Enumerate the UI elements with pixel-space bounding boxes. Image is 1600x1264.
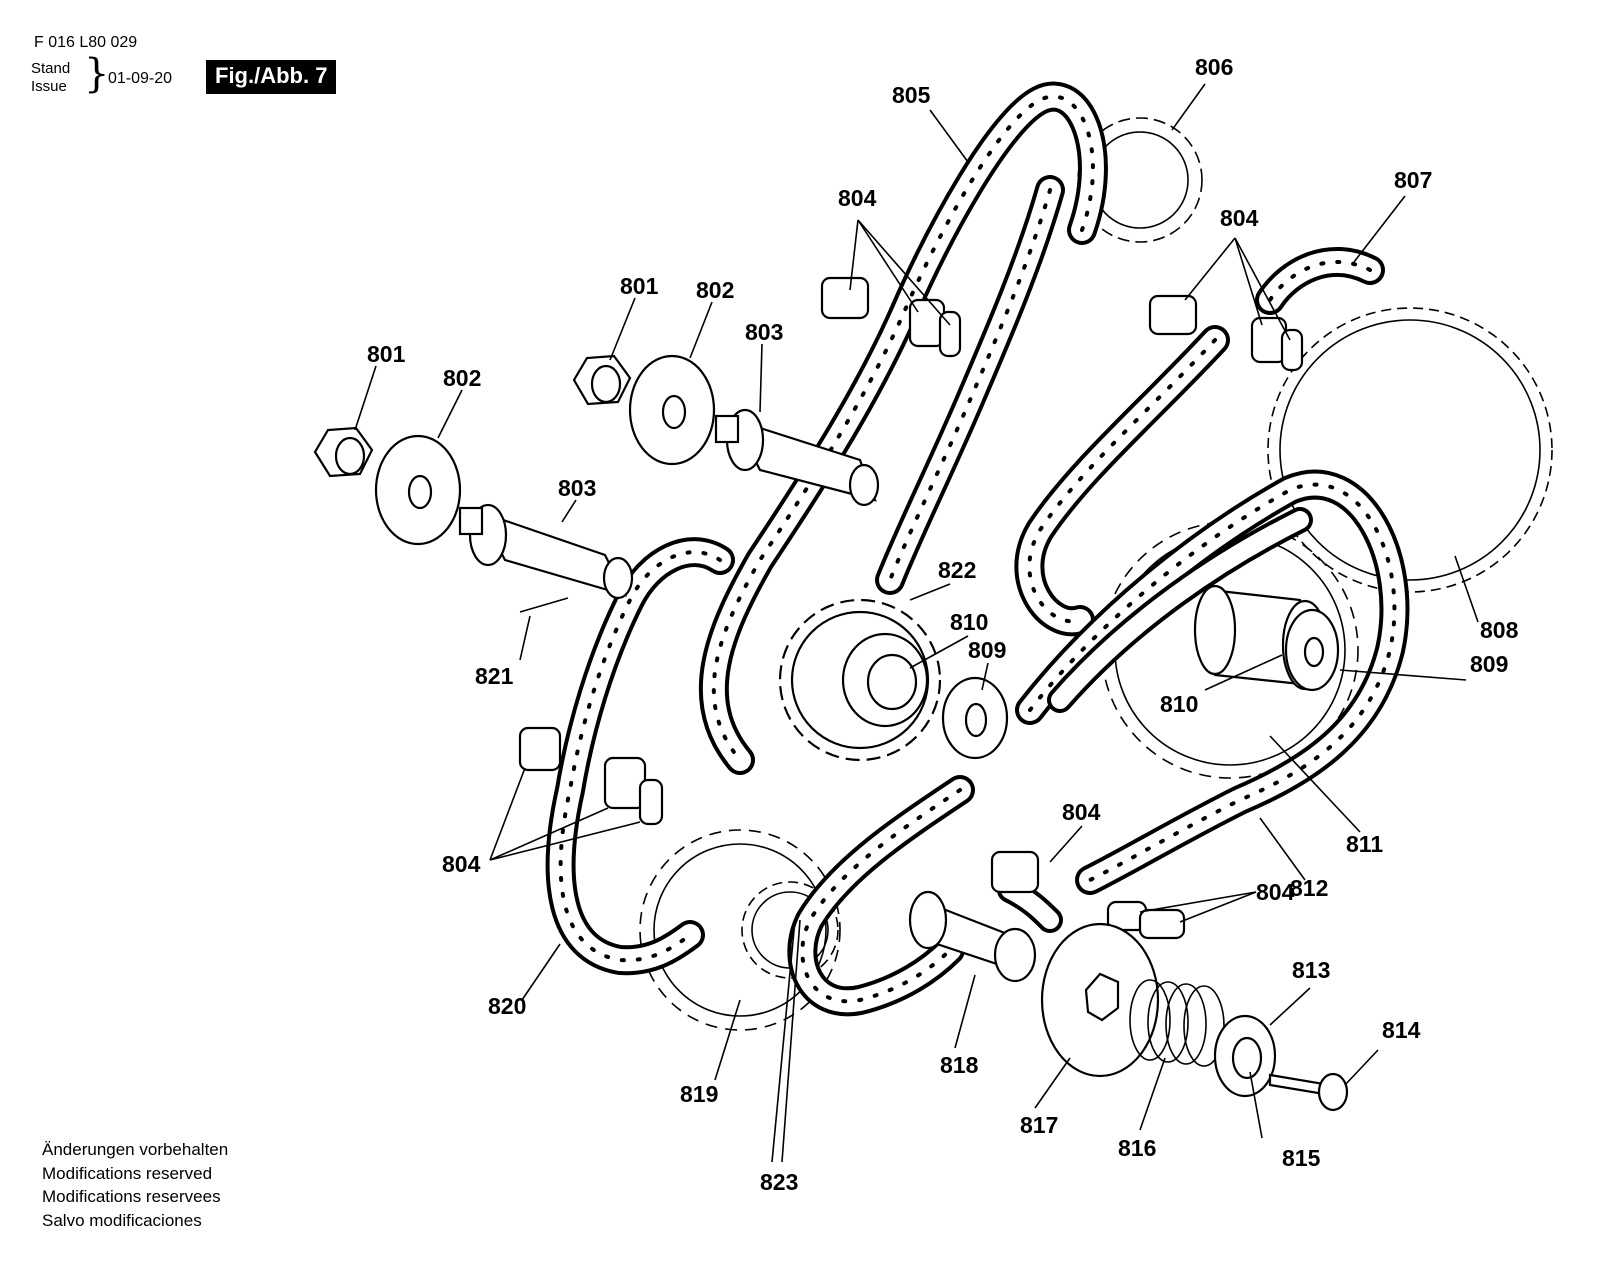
callout-803-left: 803 bbox=[558, 475, 596, 501]
callout-802-upper: 802 bbox=[696, 277, 734, 303]
pin-821 bbox=[519, 597, 569, 613]
callout-804-left: 804 bbox=[442, 851, 481, 877]
callout-819: 819 bbox=[680, 1081, 718, 1107]
callout-801-upper: 801 bbox=[620, 273, 659, 299]
callout-804-top: 804 bbox=[838, 185, 877, 211]
figure-label: Fig./Abb. 7 bbox=[206, 60, 337, 94]
disc-817 bbox=[1040, 922, 1160, 1078]
leader-lines bbox=[354, 83, 1479, 1163]
callout-818: 818 bbox=[940, 1052, 979, 1078]
callout-807: 807 bbox=[1394, 167, 1432, 193]
callout-813: 813 bbox=[1292, 957, 1330, 983]
master-link-804-mid bbox=[990, 850, 1040, 894]
callout-804-mid: 804 bbox=[1062, 799, 1101, 825]
callout-810-right: 810 bbox=[1160, 691, 1198, 717]
washer-802-left bbox=[374, 434, 462, 546]
callout-820: 820 bbox=[488, 993, 526, 1019]
document-number: F 016 L80 029 bbox=[34, 34, 138, 51]
callout-814: 814 bbox=[1382, 1017, 1421, 1043]
callout-801-left: 801 bbox=[367, 341, 406, 367]
callout-805: 805 bbox=[892, 82, 931, 108]
stand-label: Stand bbox=[31, 60, 71, 77]
sprocket-819 bbox=[639, 829, 841, 1031]
washer-809-center bbox=[941, 676, 1009, 760]
sprocket-822 bbox=[778, 598, 942, 762]
chain-812 bbox=[1015, 469, 1410, 895]
master-link-804-bottom bbox=[1106, 900, 1186, 940]
screw-814 bbox=[1268, 1072, 1349, 1112]
callout-809-right: 809 bbox=[1470, 651, 1508, 677]
callout-811: 811 bbox=[1346, 831, 1383, 857]
callout-804-bottom: 804 bbox=[1256, 879, 1295, 905]
washer-802-upper bbox=[628, 354, 716, 466]
chain-807 bbox=[1014, 247, 1385, 637]
note-line: Modifications reserved bbox=[42, 1163, 213, 1183]
callouts: 801 802 803 801 802 803 805 806 807 808 … bbox=[367, 54, 1519, 1195]
washer-809-right bbox=[1284, 608, 1340, 692]
callout-823: 823 bbox=[760, 1169, 798, 1195]
issue-date: 01-09-20 bbox=[108, 70, 173, 87]
chain-805 bbox=[698, 81, 1108, 775]
callout-804-right: 804 bbox=[1220, 205, 1259, 231]
callout-809-center: 809 bbox=[968, 637, 1006, 663]
callout-816: 816 bbox=[1118, 1135, 1156, 1161]
modification-notes: Änderungen vorbehalten Modifications res… bbox=[42, 1138, 228, 1232]
master-link-804-left bbox=[518, 726, 664, 826]
shaft-803-upper bbox=[714, 408, 880, 507]
brace-glyph: } bbox=[84, 51, 110, 97]
callout-810-center: 810 bbox=[950, 609, 988, 635]
note-line: Änderungen vorbehalten bbox=[42, 1140, 229, 1159]
chain-820 bbox=[545, 537, 735, 976]
sprocket-808 bbox=[1267, 307, 1553, 593]
shaft-803-left bbox=[458, 503, 634, 600]
stand-issue-label: Stand Issue bbox=[31, 60, 70, 96]
callout-817: 817 bbox=[1020, 1112, 1058, 1138]
callout-821: 821 bbox=[475, 663, 514, 689]
callout-803-upper: 803 bbox=[745, 319, 783, 345]
nut-801-left bbox=[313, 426, 374, 478]
callout-806: 806 bbox=[1195, 54, 1233, 80]
washer-813 bbox=[1213, 1014, 1277, 1098]
callout-815: 815 bbox=[1282, 1145, 1321, 1171]
note-line: Modifications reservees bbox=[42, 1187, 221, 1206]
callout-802-left: 802 bbox=[443, 365, 481, 391]
issue-label: Issue bbox=[31, 78, 67, 95]
master-link-804-right bbox=[1148, 294, 1304, 372]
spacer-818 bbox=[908, 890, 1037, 983]
callout-822: 822 bbox=[938, 557, 976, 583]
callout-808: 808 bbox=[1480, 617, 1519, 643]
nut-801-upper bbox=[572, 354, 632, 406]
note-line: Salvo modificaciones bbox=[42, 1210, 202, 1230]
callout-812: 812 bbox=[1290, 875, 1328, 901]
